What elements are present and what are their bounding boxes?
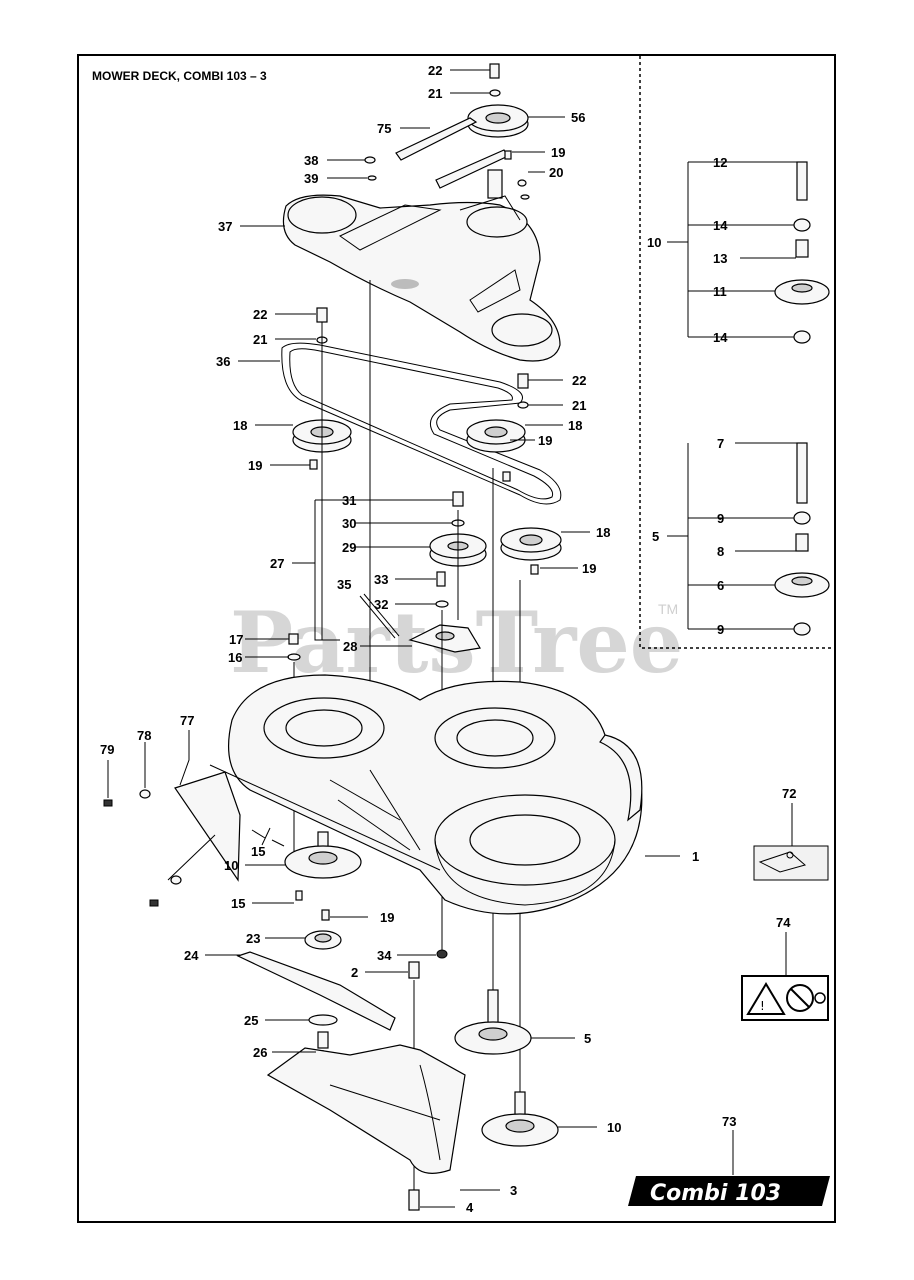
callout-21: 21 (572, 398, 586, 413)
callout-14: 14 (713, 330, 728, 345)
callout-10: 10 (607, 1120, 621, 1135)
callout-73: 73 (722, 1114, 736, 1129)
callout-19: 19 (538, 433, 552, 448)
callout-5: 5 (584, 1031, 591, 1046)
callout-32: 32 (374, 597, 388, 612)
callout-56: 56 (571, 110, 585, 125)
callout-22: 22 (428, 63, 442, 78)
callout-4: 4 (466, 1200, 474, 1215)
callout-79: 79 (100, 742, 114, 757)
callout-18: 18 (233, 418, 247, 433)
callout-75: 75 (377, 121, 391, 136)
callout-10: 10 (647, 235, 661, 250)
callout-78: 78 (137, 728, 151, 743)
callout-34: 34 (377, 948, 392, 963)
callout-25: 25 (244, 1013, 258, 1028)
callout-1: 1 (692, 849, 699, 864)
callout-33: 33 (374, 572, 388, 587)
callout-labels: 22 21 56 75 19 20 38 39 37 22 21 36 22 2… (100, 63, 796, 1215)
callout-22: 22 (253, 307, 267, 322)
callout-18: 18 (568, 418, 582, 433)
callout-2: 2 (351, 965, 358, 980)
callout-15: 15 (251, 844, 265, 859)
callout-12: 12 (713, 155, 727, 170)
callout-11: 11 (713, 284, 727, 299)
callout-39: 39 (304, 171, 318, 186)
discharge-chute (103, 771, 285, 907)
callout-18: 18 (596, 525, 610, 540)
callout-72: 72 (782, 786, 796, 801)
callout-14: 14 (713, 218, 728, 233)
callout-9: 9 (717, 511, 724, 526)
warning-decal: ! (741, 975, 829, 1021)
callout-38: 38 (304, 153, 318, 168)
callout-36: 36 (216, 354, 230, 369)
callout-35: 35 (337, 577, 351, 592)
callout-10: 10 (224, 858, 238, 873)
top-pulley-assembly (364, 63, 530, 200)
callout-16: 16 (228, 650, 242, 665)
callout-15: 15 (231, 896, 245, 911)
callout-27: 27 (270, 556, 284, 571)
inset-spindle-kits (774, 161, 830, 636)
belt-cover (282, 194, 561, 362)
callout-3: 3 (510, 1183, 517, 1198)
callout-7: 7 (717, 436, 724, 451)
page-title: MOWER DECK, COMBI 103 – 3 (92, 69, 267, 83)
model-badge-text: Combi 103 (650, 1181, 781, 1206)
svg-text:!: ! (760, 999, 765, 1013)
callout-6: 6 (717, 578, 724, 593)
callout-21: 21 (428, 86, 442, 101)
spindles (284, 831, 559, 1147)
callout-28: 28 (343, 639, 357, 654)
inset-boundary (639, 56, 835, 649)
callout-8: 8 (717, 544, 724, 559)
callout-17: 17 (229, 632, 243, 647)
callout-20: 20 (549, 165, 563, 180)
mower-deck (209, 674, 643, 915)
callout-31: 31 (342, 493, 356, 508)
drive-belt (281, 342, 562, 505)
callout-13: 13 (713, 251, 727, 266)
belt-routing-decal (753, 845, 829, 881)
leader-lines (107, 69, 797, 1208)
callout-5: 5 (652, 529, 659, 544)
callout-21: 21 (253, 332, 267, 347)
model-badge: Combi 103 (628, 1176, 830, 1206)
callout-24: 24 (184, 948, 199, 963)
diagram-frame (77, 54, 836, 1223)
callout-77: 77 (180, 713, 194, 728)
trademark: TM (658, 601, 678, 617)
callout-22: 22 (572, 373, 586, 388)
callout-19: 19 (380, 910, 394, 925)
callout-19: 19 (248, 458, 262, 473)
callout-30: 30 (342, 516, 356, 531)
callout-9: 9 (717, 622, 724, 637)
callout-23: 23 (246, 931, 260, 946)
callout-29: 29 (342, 540, 356, 555)
callout-37: 37 (218, 219, 232, 234)
upper-pulleys (287, 307, 562, 661)
callout-74: 74 (776, 915, 791, 930)
callout-19: 19 (582, 561, 596, 576)
blade-and-baffle (236, 951, 466, 1211)
callout-19: 19 (551, 145, 565, 160)
callout-26: 26 (253, 1045, 267, 1060)
